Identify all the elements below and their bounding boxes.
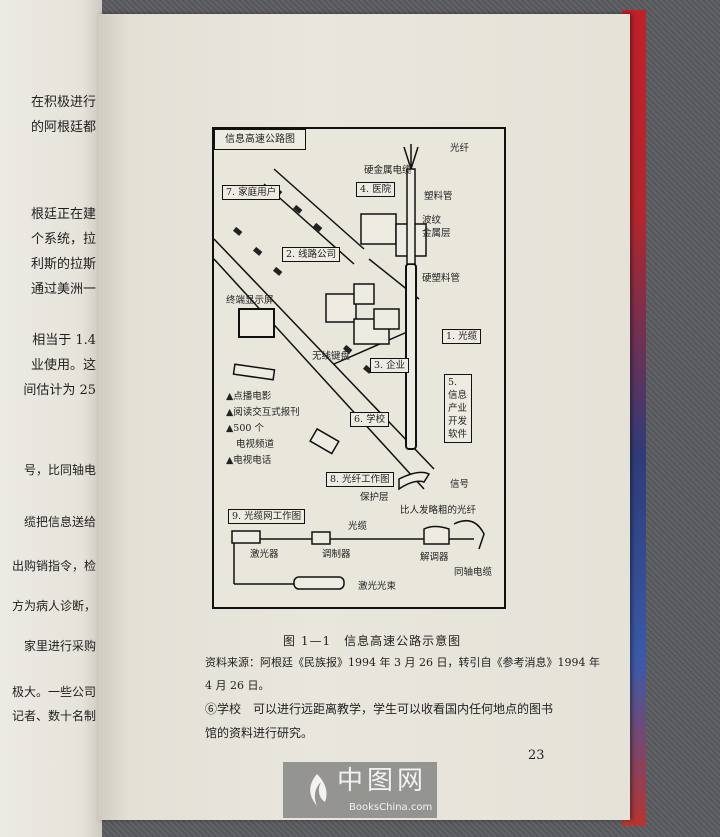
left-text-line: 记者、数十名制	[11, 709, 96, 723]
tag-school: 6. 学校	[350, 412, 390, 427]
label-fiber: 光纤	[450, 143, 470, 154]
tag-fiber-diagram: 8. 光纤工作图	[326, 472, 394, 487]
left-text-line: 家里进行采购	[23, 639, 96, 653]
label-laser-beam: 激光光束	[358, 581, 397, 592]
label-hard-metal-cable: 硬金属电缆	[364, 165, 412, 176]
left-text-line: 通过美洲一	[30, 282, 96, 297]
body-paragraph-line: 馆的资料进行研究。	[205, 726, 314, 740]
left-text-line: 极大。一些公司	[11, 685, 96, 699]
source-line: 4 月 26 日。	[205, 679, 270, 692]
left-text-line: 个系统，拉	[30, 232, 96, 247]
label-terminal-screen: 终端显示屏	[226, 295, 274, 306]
label-hard-plastic-pipe: 硬塑料管	[422, 273, 461, 284]
tag-optical-cable: 1. 光缆	[442, 329, 482, 344]
label-laser: 激光器	[250, 549, 279, 560]
tag-enterprise: 3. 企业	[370, 358, 410, 373]
label-cable: 光缆	[348, 521, 368, 532]
body-paragraph-line: ⑥学校 可以进行远距离教学，学生可以收看国内任何地点的图书	[205, 702, 554, 716]
left-text-line: 缆把信息送给	[23, 515, 96, 529]
tag-home-users: 7. 家庭用户	[222, 185, 281, 200]
source-line: 资料来源：阿根廷《民族报》1994 年 3 月 26 日，转引自《参考消息》19…	[205, 656, 600, 669]
diagram-title: 信息高速公路图	[214, 129, 306, 150]
left-text-line: 号，比同轴电	[23, 463, 96, 477]
watermark-en: BooksChina.com	[349, 802, 433, 813]
tag-line-company: 2. 线路公司	[282, 247, 341, 262]
label-protective-layer: 保护层	[360, 492, 389, 503]
left-text-line: 间估计为 25	[23, 383, 96, 398]
service-item: 电视频道	[236, 439, 275, 450]
diagram-drawing	[214, 144, 485, 590]
page-number: 23	[528, 748, 545, 763]
tag-info-industry: 5. 信息产业开发软件	[444, 374, 472, 443]
tag-cable-network-diagram: 9. 光缆网工作图	[228, 509, 306, 524]
left-text-line: 根廷正在建	[30, 207, 96, 222]
label-thin-fiber: 比人发略粗的光纤	[400, 505, 477, 516]
left-text-line: 业使用。这	[30, 358, 96, 373]
label-plastic-pipe: 塑料管	[424, 191, 453, 202]
flame-logo-icon	[310, 774, 327, 806]
left-text-line: 出购销指令，检	[11, 559, 96, 573]
label-coax: 同轴电缆	[454, 567, 493, 578]
left-text-line: 在积极进行	[30, 95, 96, 110]
left-text-line: 相当于 1.4	[32, 333, 96, 348]
service-item: ▲电视电话	[226, 455, 272, 466]
label-demodulator: 解调器	[420, 552, 449, 563]
watermark-cn: 中图网	[337, 766, 428, 796]
service-item: ▲阅读交互式报刊	[226, 407, 300, 418]
service-item: ▲500 个	[226, 423, 264, 434]
left-page: 在积极进行 的阿根廷都 根廷正在建 个系统，拉 利斯的拉斯 通过美洲一 相当于 …	[0, 0, 102, 837]
left-text-line: 利斯的拉斯	[30, 257, 96, 272]
tag-hospital: 4. 医院	[356, 182, 396, 197]
left-text-line: 方为病人诊断，	[11, 599, 96, 613]
label-wireless-keyboard: 无线键盘	[312, 351, 351, 362]
label-corrugated-metal: 波纹 金属层	[422, 215, 451, 239]
watermark: 中图网 BooksChina.com	[283, 762, 437, 818]
left-text-line: 的阿根廷都	[30, 120, 96, 135]
label-signal: 信号	[450, 479, 470, 490]
label-modulator: 调制器	[322, 549, 351, 560]
figure-caption: 图 1—1 信息高速公路示意图	[283, 634, 462, 648]
info-highway-diagram: 信息高速公路图 光纤 硬金属电缆 塑料管 波纹 金属层 硬塑料管 7. 家庭用户…	[212, 127, 506, 609]
service-item: ▲点播电影	[226, 391, 272, 402]
